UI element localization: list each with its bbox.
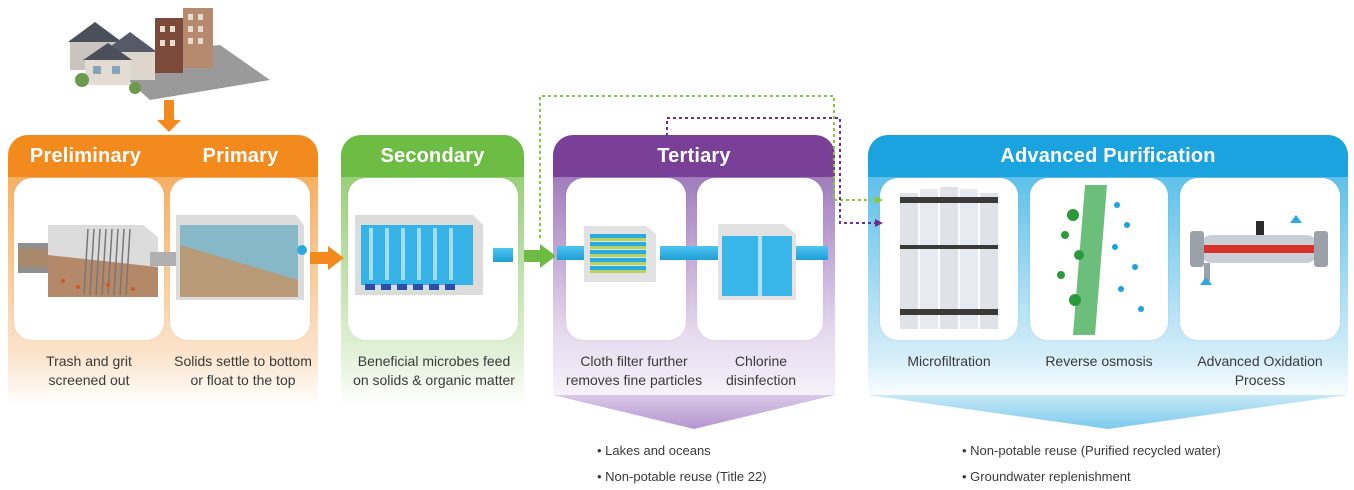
caption-line: screened out bbox=[48, 372, 130, 388]
stage-title-secondary: Secondary bbox=[380, 145, 485, 167]
list-item: • Non-potable reuse (Purified recycled w… bbox=[962, 443, 1221, 458]
caption-advanced-oxidation: Advanced Oxidation Process bbox=[1175, 352, 1345, 390]
flow-arrow-primary-secondary bbox=[310, 252, 330, 264]
advanced-outputs: • Non-potable reuse (Purified recycled w… bbox=[962, 438, 1221, 490]
caption-reverse-osmosis: Reverse osmosis bbox=[1030, 352, 1168, 371]
caption-secondary: Beneficial microbes feed on solids & org… bbox=[336, 352, 532, 390]
caption-line: or float to the top bbox=[190, 372, 296, 388]
flow-arrow-secondary-tertiary bbox=[524, 250, 542, 262]
caption-line: Cloth filter further bbox=[580, 353, 688, 369]
advanced-oxidation-illustration bbox=[1190, 215, 1328, 285]
microfiltration-illustration bbox=[900, 187, 998, 329]
aeration-tank-illustration bbox=[355, 215, 483, 295]
caption-cloth-filter: Cloth filter further removes fine partic… bbox=[556, 352, 712, 390]
stage-title-tertiary: Tertiary bbox=[657, 145, 731, 167]
stage-title-preliminary: Preliminary bbox=[29, 145, 142, 167]
caption-chlorine: Chlorine disinfection bbox=[706, 352, 816, 390]
pipe-filter-chlorine bbox=[660, 246, 720, 260]
caption-line: Beneficial microbes feed bbox=[357, 353, 511, 369]
caption-line: Process bbox=[1234, 372, 1286, 388]
bar-screen-illustration bbox=[18, 225, 158, 297]
pipe-tertiary-in bbox=[557, 246, 587, 260]
caption-line: Reverse osmosis bbox=[1045, 353, 1153, 369]
reverse-osmosis-illustration bbox=[1057, 185, 1144, 335]
list-item: • Non-potable reuse (Title 22) bbox=[597, 469, 767, 484]
flow-arrow-head-2 bbox=[540, 244, 556, 268]
stage-title-primary: Primary bbox=[202, 145, 279, 167]
caption-microfiltration: Microfiltration bbox=[880, 352, 1018, 371]
caption-line: disinfection bbox=[725, 372, 797, 388]
caption-line: on solids & organic matter bbox=[353, 372, 515, 388]
inflow-arrow-head bbox=[157, 120, 181, 132]
list-item: • Groundwater replenishment bbox=[962, 469, 1131, 484]
list-item: • Lakes and oceans bbox=[597, 443, 711, 458]
caption-line: Solids settle to bottom bbox=[174, 353, 312, 369]
pipe-prelim-primary bbox=[150, 252, 176, 266]
caption-line: removes fine particles bbox=[565, 372, 703, 388]
caption-preliminary: Trash and grit screened out bbox=[14, 352, 164, 390]
city-illustration bbox=[68, 8, 270, 100]
cloth-filter-illustration bbox=[584, 226, 656, 282]
stage-title-advanced: Advanced Purification bbox=[1000, 145, 1216, 167]
pipe-tertiary-out bbox=[796, 246, 828, 260]
caption-line: Microfiltration bbox=[907, 353, 991, 369]
tertiary-output-chevron bbox=[553, 395, 835, 429]
flow-arrow-head-1 bbox=[328, 246, 344, 270]
caption-line: Chlorine bbox=[734, 353, 788, 369]
primary-clarifier-illustration bbox=[176, 215, 307, 300]
pipe-secondary-out bbox=[493, 248, 513, 262]
advanced-output-chevron bbox=[868, 395, 1348, 429]
caption-line: Advanced Oxidation bbox=[1197, 353, 1323, 369]
bypass-lines bbox=[539, 95, 883, 238]
caption-line: Trash and grit bbox=[46, 353, 132, 369]
chlorine-tank-illustration bbox=[718, 224, 796, 300]
inflow-arrow bbox=[164, 100, 174, 122]
caption-primary: Solids settle to bottom or float to the … bbox=[163, 352, 323, 390]
tertiary-outputs: • Lakes and oceans • Non-potable reuse (… bbox=[597, 438, 767, 490]
